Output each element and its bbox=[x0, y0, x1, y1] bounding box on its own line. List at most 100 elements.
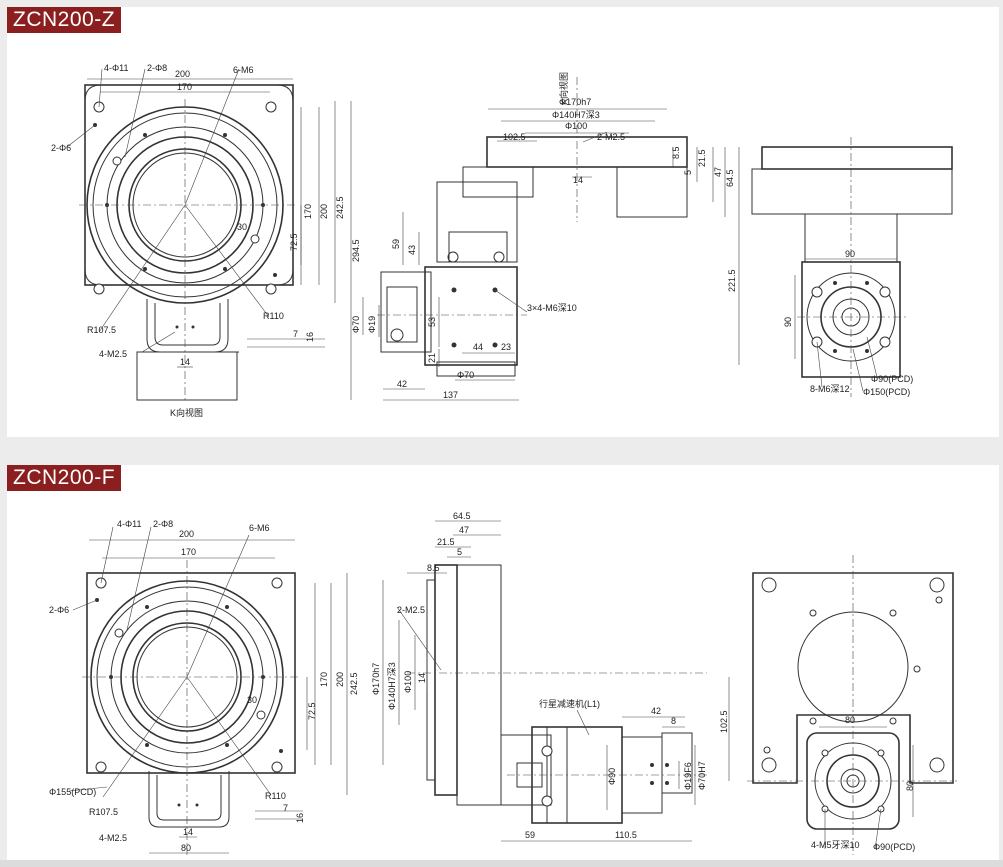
label-43: 43 bbox=[407, 245, 417, 255]
label-phi170h7: Φ170h7 bbox=[559, 97, 591, 107]
label-30: 30 bbox=[237, 222, 247, 232]
side-view: K向视图 Φ170h7 Φ140H7深3 Φ100 102.5 2-M2.5 8… bbox=[351, 72, 740, 401]
label-102-5: 102.5 bbox=[503, 132, 526, 142]
label-102-5: 102.5 bbox=[719, 710, 729, 733]
label-phi100: Φ100 bbox=[403, 671, 413, 693]
label-59: 59 bbox=[391, 239, 401, 249]
label-4-m5: 4-M5牙深10 bbox=[811, 840, 860, 850]
label-2-m2-5: 2-M2.5 bbox=[597, 132, 625, 142]
label-r110: R110 bbox=[263, 311, 284, 321]
label-21-5: 21.5 bbox=[437, 537, 455, 547]
label-phi150-pcd: Φ150(PCD) bbox=[863, 387, 910, 397]
label-72-5: 72.5 bbox=[289, 233, 299, 251]
label-r107-5: R107.5 bbox=[87, 325, 116, 335]
label-221-5: 221.5 bbox=[727, 269, 737, 292]
drawing-zcn200-f: 4-Φ11 2-Φ8 200 6-M6 170 2-Φ6 30 72.5 170… bbox=[49, 511, 957, 855]
label-phi19f6: Φ19F6 bbox=[683, 762, 693, 790]
label-80: 80 bbox=[181, 843, 191, 853]
label-5: 5 bbox=[683, 170, 693, 175]
label-2-m2-5: 2-M2.5 bbox=[397, 605, 425, 615]
label-2-phi8: 2-Φ8 bbox=[153, 519, 173, 529]
label-6-m6: 6-M6 bbox=[233, 65, 254, 75]
label-200-width: 200 bbox=[179, 529, 194, 539]
top-view: 4-Φ11 2-Φ8 200 6-M6 170 2-Φ6 30 72.5 170… bbox=[49, 519, 359, 855]
label-phi155-pcd: Φ155(PCD) bbox=[49, 787, 96, 797]
label-14: 14 bbox=[417, 673, 427, 683]
label-21-5: 21.5 bbox=[697, 149, 707, 167]
label-phi19: Φ19 bbox=[367, 316, 377, 333]
label-170-width: 170 bbox=[177, 82, 192, 92]
label-294-5: 294.5 bbox=[351, 239, 361, 262]
label-64-5: 64.5 bbox=[725, 169, 735, 187]
label-80-height: 80 bbox=[905, 781, 915, 791]
label-2-phi6: 2-Φ6 bbox=[51, 143, 71, 153]
label-4-phi11: 4-Φ11 bbox=[117, 519, 142, 529]
label-14: 14 bbox=[183, 827, 193, 837]
label-170-width: 170 bbox=[181, 547, 196, 557]
label-72-5: 72.5 bbox=[307, 702, 317, 720]
side-view: 64.5 47 21.5 5 8.5 2-M2.5 Φ170h7 Φ140H7深… bbox=[371, 511, 707, 842]
section-title: ZCN200-F bbox=[7, 465, 122, 491]
label-137: 137 bbox=[443, 390, 458, 400]
label-8-5: 8.5 bbox=[671, 146, 681, 159]
label-200-height: 200 bbox=[335, 672, 345, 687]
label-242-5: 242.5 bbox=[349, 672, 359, 695]
label-53: 53 bbox=[427, 317, 437, 327]
end-view: 90 90 Φ90(PCD) 8-M6深12 Φ150(PCD) bbox=[751, 137, 953, 397]
label-4-m2-5: 4-M2.5 bbox=[99, 833, 127, 843]
section-title: ZCN200-Z bbox=[7, 7, 122, 33]
label-4-phi11: 4-Φ11 bbox=[104, 63, 129, 73]
label-6-m6: 6-M6 bbox=[249, 523, 270, 533]
label-44: 44 bbox=[473, 342, 483, 352]
label-phi90-pcd: Φ90(PCD) bbox=[873, 842, 915, 852]
label-7: 7 bbox=[283, 803, 288, 813]
drawing-zcn200-z: 4-Φ11 2-Φ8 200 6-M6 170 2-Φ6 30 72.5 170… bbox=[51, 63, 953, 418]
label-phi90-pcd: Φ90(PCD) bbox=[871, 374, 913, 384]
label-14-side: 14 bbox=[573, 175, 583, 185]
label-16: 16 bbox=[305, 332, 315, 342]
label-170-height: 170 bbox=[303, 204, 313, 219]
label-8-5: 8.5 bbox=[427, 563, 440, 573]
label-phi140h7: Φ140H7深3 bbox=[552, 110, 600, 120]
label-90-width: 90 bbox=[845, 249, 855, 259]
section-zcn200-z: ZCN200-Z bbox=[7, 7, 999, 437]
label-phi70h7: Φ70H7 bbox=[697, 761, 707, 790]
label-8: 8 bbox=[671, 716, 676, 726]
end-view: 102.5 80 80 4-M5牙深10 Φ90(PCD) bbox=[719, 555, 957, 855]
label-170-height: 170 bbox=[319, 672, 329, 687]
label-k-view-side: K向视图 bbox=[558, 72, 569, 105]
label-2-phi6: 2-Φ6 bbox=[49, 605, 69, 615]
label-phi140h7: Φ140H7深3 bbox=[387, 662, 397, 710]
label-k-view: K向视图 bbox=[170, 407, 203, 418]
label-30: 30 bbox=[247, 695, 257, 705]
label-7: 7 bbox=[293, 329, 298, 339]
label-80-width: 80 bbox=[845, 715, 855, 725]
label-phi90: Φ90 bbox=[607, 768, 617, 785]
section-zcn200-f: ZCN200-F bbox=[7, 465, 999, 860]
page-footer-strip bbox=[0, 860, 1003, 867]
label-5: 5 bbox=[457, 547, 462, 557]
label-phi170h7: Φ170h7 bbox=[371, 663, 381, 695]
label-64-5: 64.5 bbox=[453, 511, 471, 521]
top-view: 4-Φ11 2-Φ8 200 6-M6 170 2-Φ6 30 72.5 170… bbox=[51, 63, 361, 418]
label-90-height: 90 bbox=[783, 317, 793, 327]
label-42: 42 bbox=[651, 706, 661, 716]
label-59: 59 bbox=[525, 830, 535, 840]
label-23: 23 bbox=[501, 342, 511, 352]
label-200-width: 200 bbox=[175, 69, 190, 79]
label-planetary-reducer: 行星减速机(L1) bbox=[539, 698, 600, 709]
label-16: 16 bbox=[295, 813, 305, 823]
label-14: 14 bbox=[180, 357, 190, 367]
label-47: 47 bbox=[713, 167, 723, 177]
label-phi70-left: Φ70 bbox=[351, 316, 361, 333]
label-phi70-bottom: Φ70 bbox=[457, 370, 474, 380]
label-r107-5: R107.5 bbox=[89, 807, 118, 817]
label-200-height: 200 bbox=[319, 204, 329, 219]
label-phi100: Φ100 bbox=[565, 121, 587, 131]
label-8-m6: 8-M6深12 bbox=[810, 384, 850, 394]
label-4-m2-5: 4-M2.5 bbox=[99, 349, 127, 359]
label-r110: R110 bbox=[265, 791, 286, 801]
label-21: 21 bbox=[427, 353, 437, 363]
label-2-phi8: 2-Φ8 bbox=[147, 63, 167, 73]
label-242-5: 242.5 bbox=[335, 196, 345, 219]
